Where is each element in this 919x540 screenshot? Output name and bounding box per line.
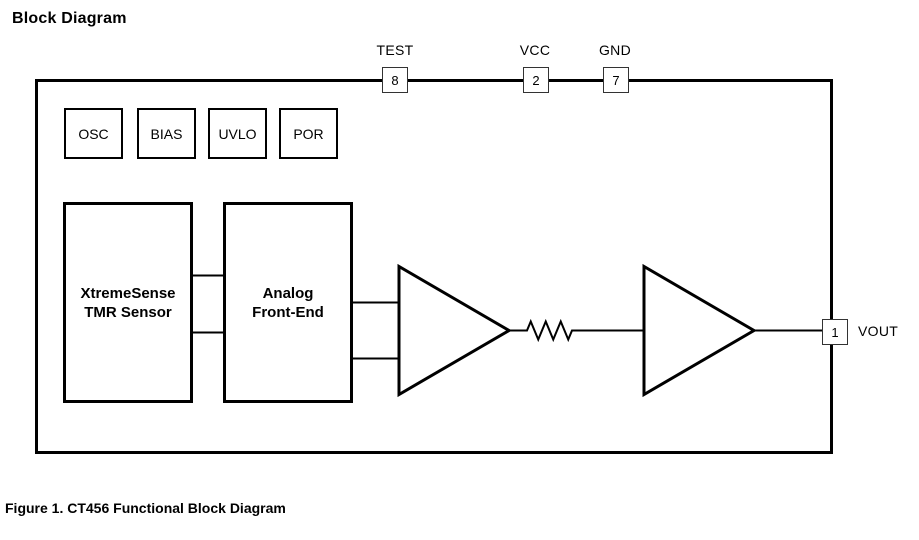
block-analog-front-end-line2: Front-End (252, 303, 324, 321)
amplifier2-icon (642, 263, 757, 398)
figure-caption: Figure 1. CT456 Functional Block Diagram (5, 500, 286, 516)
pin-test-label: TEST (376, 42, 414, 58)
block-tmr-sensor-line2: TMR Sensor (84, 303, 172, 321)
block-por: POR (279, 108, 338, 159)
pin-gnd-box: 7 (603, 67, 629, 93)
block-bias: BIAS (137, 108, 196, 159)
resistor-icon (507, 318, 643, 343)
sensor-to-afe-lines (193, 274, 226, 334)
pin-vcc-label: VCC (519, 42, 551, 58)
pin-vout-label: VOUT (858, 323, 899, 339)
block-osc: OSC (64, 108, 123, 159)
block-analog-front-end: Analog Front-End (223, 202, 353, 403)
pin-gnd-label: GND (598, 42, 631, 58)
page-title: Block Diagram (12, 10, 127, 27)
pin-test-box: 8 (382, 67, 408, 93)
block-analog-front-end-line1: Analog (262, 284, 314, 302)
block-tmr-sensor-line1: XtremeSense (80, 284, 176, 302)
pin-vcc-box: 2 (523, 67, 549, 93)
block-tmr-sensor: XtremeSense TMR Sensor (63, 202, 193, 403)
amplifier1-icon (397, 263, 512, 398)
pin-vout-box: 1 (822, 319, 848, 345)
block-uvlo: UVLO (208, 108, 267, 159)
afe-to-amp1-lines (352, 301, 400, 360)
